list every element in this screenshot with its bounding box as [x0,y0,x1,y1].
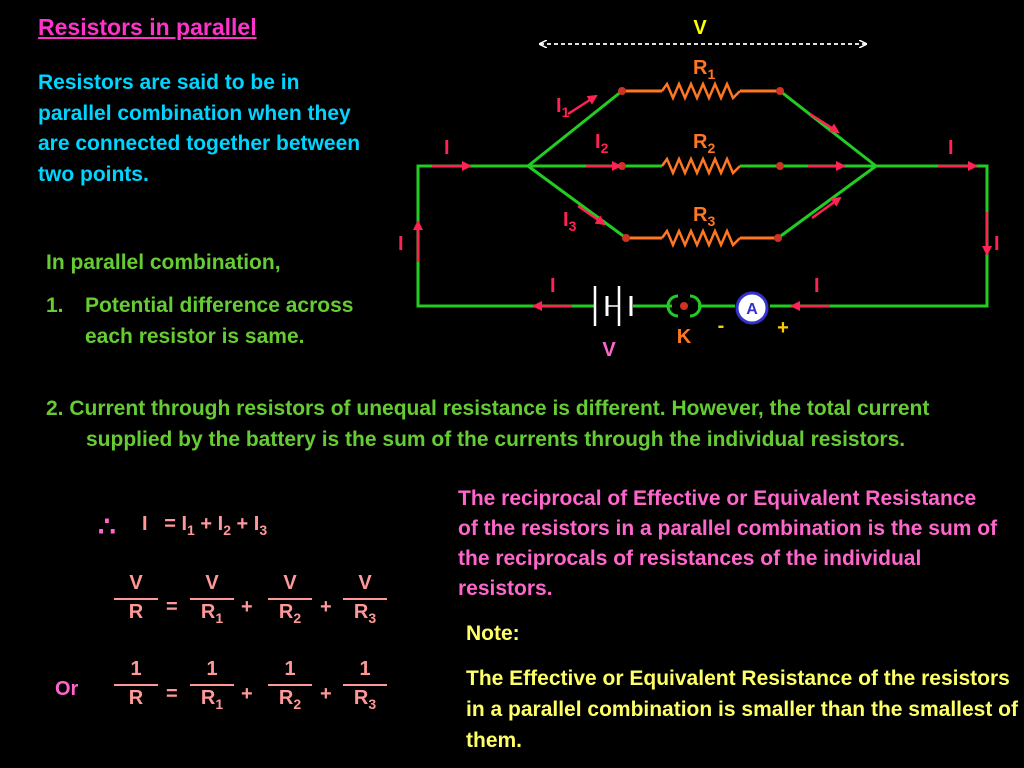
parallel-circuit-diagram: V R1 R2 R3 I I I I I I I1 I2 I3 [398,17,1000,361]
branch-3-right [740,164,877,240]
voltage-label-battery: V [602,339,616,361]
equals-sign: = [166,683,178,705]
therefore-symbol: ∴ [98,511,116,542]
plus-sign: + [241,596,253,618]
ammeter-plus: + [777,317,789,339]
voltage-label-top: V [693,17,707,39]
or-label: Or [55,678,79,700]
branch-3-left [527,164,662,240]
label-r2: R2 [693,131,715,156]
point-1-text: Potential difference across each resisto… [85,294,354,348]
current-label-i3: I3 [563,209,577,234]
key-icon [666,294,702,318]
note-text: The Effective or Equivalent Resistance o… [466,667,1018,752]
key-label: K [677,326,692,348]
equals-sign: = [166,596,178,618]
ammeter-icon: A [735,291,769,325]
current-label: I [398,233,404,255]
resistor-r3 [660,227,741,249]
resistor-r2 [660,155,741,177]
branch-1-left [527,89,662,168]
resistor-r1 [660,80,741,102]
current-label: I [994,233,1000,255]
branch-1-right [740,89,877,168]
current-equation: I = I1 + I2 + I3 [142,513,268,538]
label-r3: R3 [693,204,715,229]
intro-text: Resistors are said to be in parallel com… [38,71,361,186]
wire-right [770,164,989,308]
point-1-number: 1. [46,294,64,317]
current-label: I [444,137,450,159]
plus-sign: + [241,683,253,705]
battery-icon [593,286,633,326]
current-label: I [814,275,820,297]
ammeter-minus: - [718,315,725,337]
ammeter-label: A [746,301,758,318]
current-label-i1: I1 [556,95,570,120]
point-2-text: 2. Current through resistors of unequal … [46,397,930,451]
plus-sign: + [320,596,332,618]
page-title: Resistors in parallel [38,14,257,40]
label-r1: R1 [693,57,715,82]
in-parallel-heading: In parallel combination, [46,251,281,274]
wire-left [416,164,595,308]
current-label-i2: I2 [595,131,609,156]
current-label: I [948,137,954,159]
note-label: Note: [466,622,520,645]
plus-sign: + [320,683,332,705]
reciprocal-text: The reciprocal of Effective or Equivalen… [458,487,998,600]
current-label: I [550,275,556,297]
